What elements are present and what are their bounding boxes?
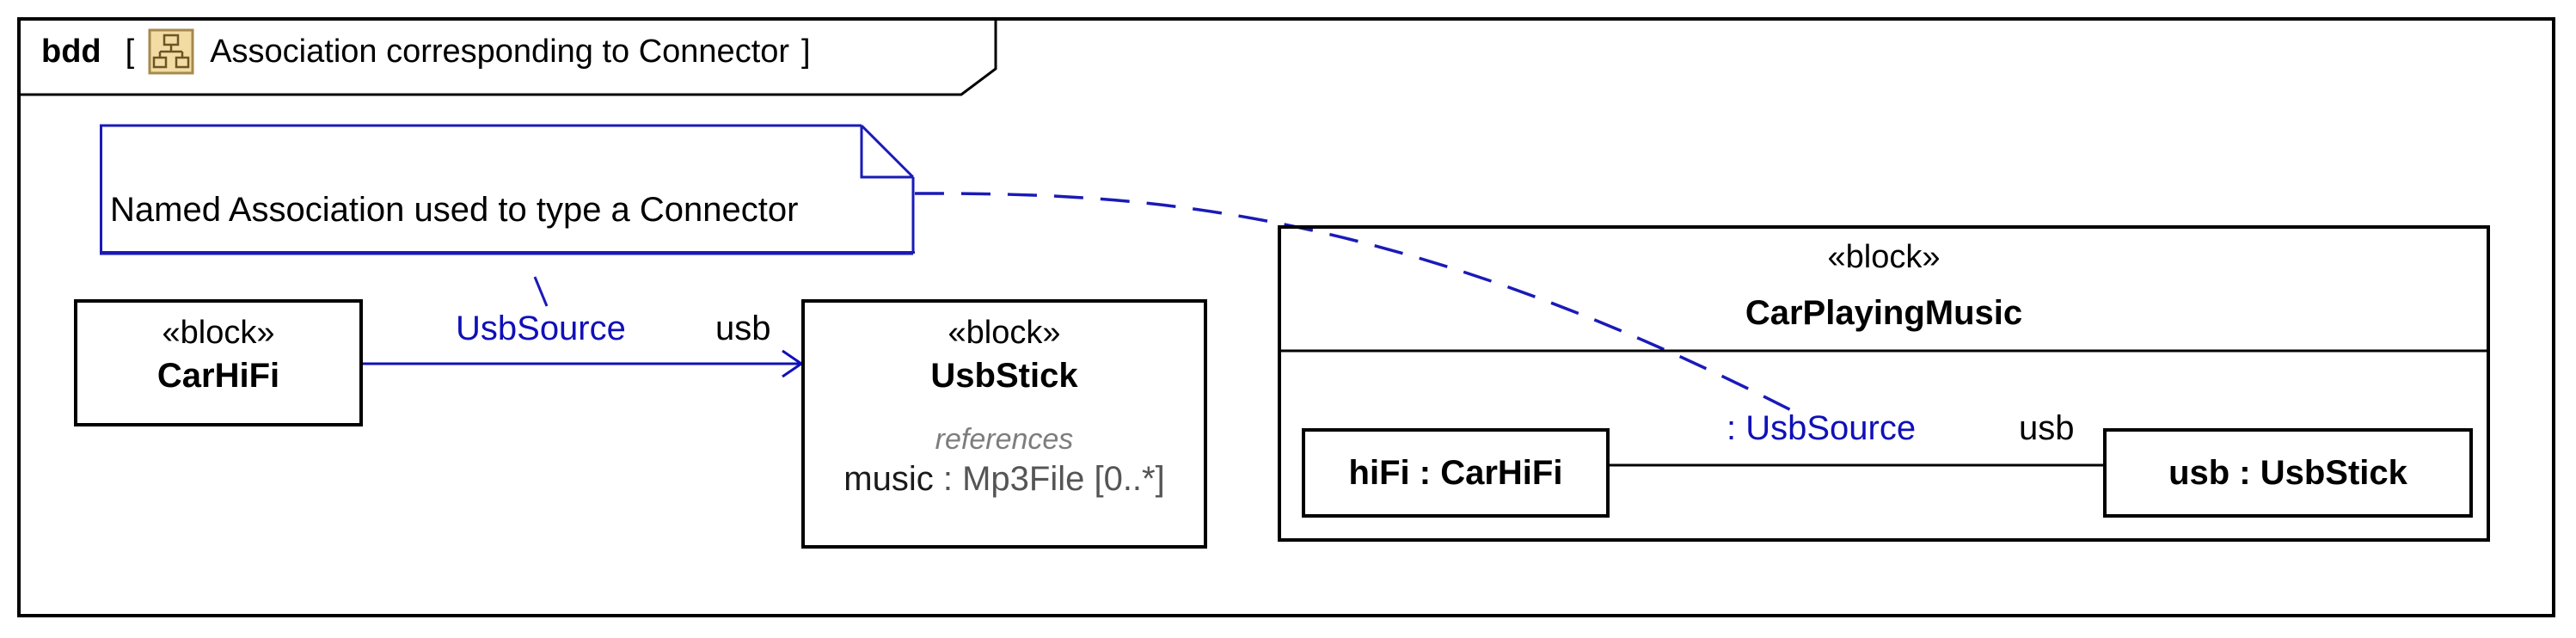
property-type: : Mp3File [0..*] [933,460,1165,498]
package-diagram-icon [148,28,194,75]
block-name: CarHiFi [156,357,280,395]
frame-open-bracket: [ [125,33,135,70]
block-stereotype: «block» [162,315,275,351]
part-usb[interactable]: usb : UsbStick [2103,428,2473,518]
block-carhifi[interactable]: «block» CarHiFi [74,299,363,426]
part-label: usb : UsbStick [2168,453,2407,492]
block-name: CarPlayingMusic [1745,294,2023,332]
frame-close-bracket: ] [801,33,811,70]
note-text: Named Association used to type a Connect… [110,191,799,229]
association-name[interactable]: UsbSource [456,310,626,347]
note-anchor-line [533,276,549,307]
block-stereotype: «block» [948,315,1061,351]
part-label: hiFi : CarHiFi [1348,453,1563,492]
note-dog-ear [860,126,913,179]
connector-type-label[interactable]: : UsbSource [1727,409,1917,447]
frame-kind: bdd [41,33,101,70]
part-hifi[interactable]: hiFi : CarHiFi [1302,428,1610,518]
block-name: UsbStick [930,357,1078,395]
note-dog-ear-diagonal [860,124,915,179]
property-name: music [843,460,934,498]
block-carplayingmusic[interactable] [1278,225,2490,542]
block-usbstick[interactable]: «block» UsbStick references music : Mp3F… [801,299,1207,549]
reference-property[interactable]: music : Mp3File [0..*] [805,460,1204,499]
connector-end-role: usb [2019,409,2075,447]
block-stereotype: «block» [1827,239,1941,275]
compartment-title-references: references [935,423,1074,456]
frame-header: bdd [ Association corresponding to Conne… [41,28,811,75]
frame-header-tab [17,17,997,96]
note-dashed-anchor [914,192,1794,413]
association-end-role: usb [715,310,771,347]
diagram-frame [17,17,2555,617]
frame-title: Association corresponding to Connector [210,33,790,70]
